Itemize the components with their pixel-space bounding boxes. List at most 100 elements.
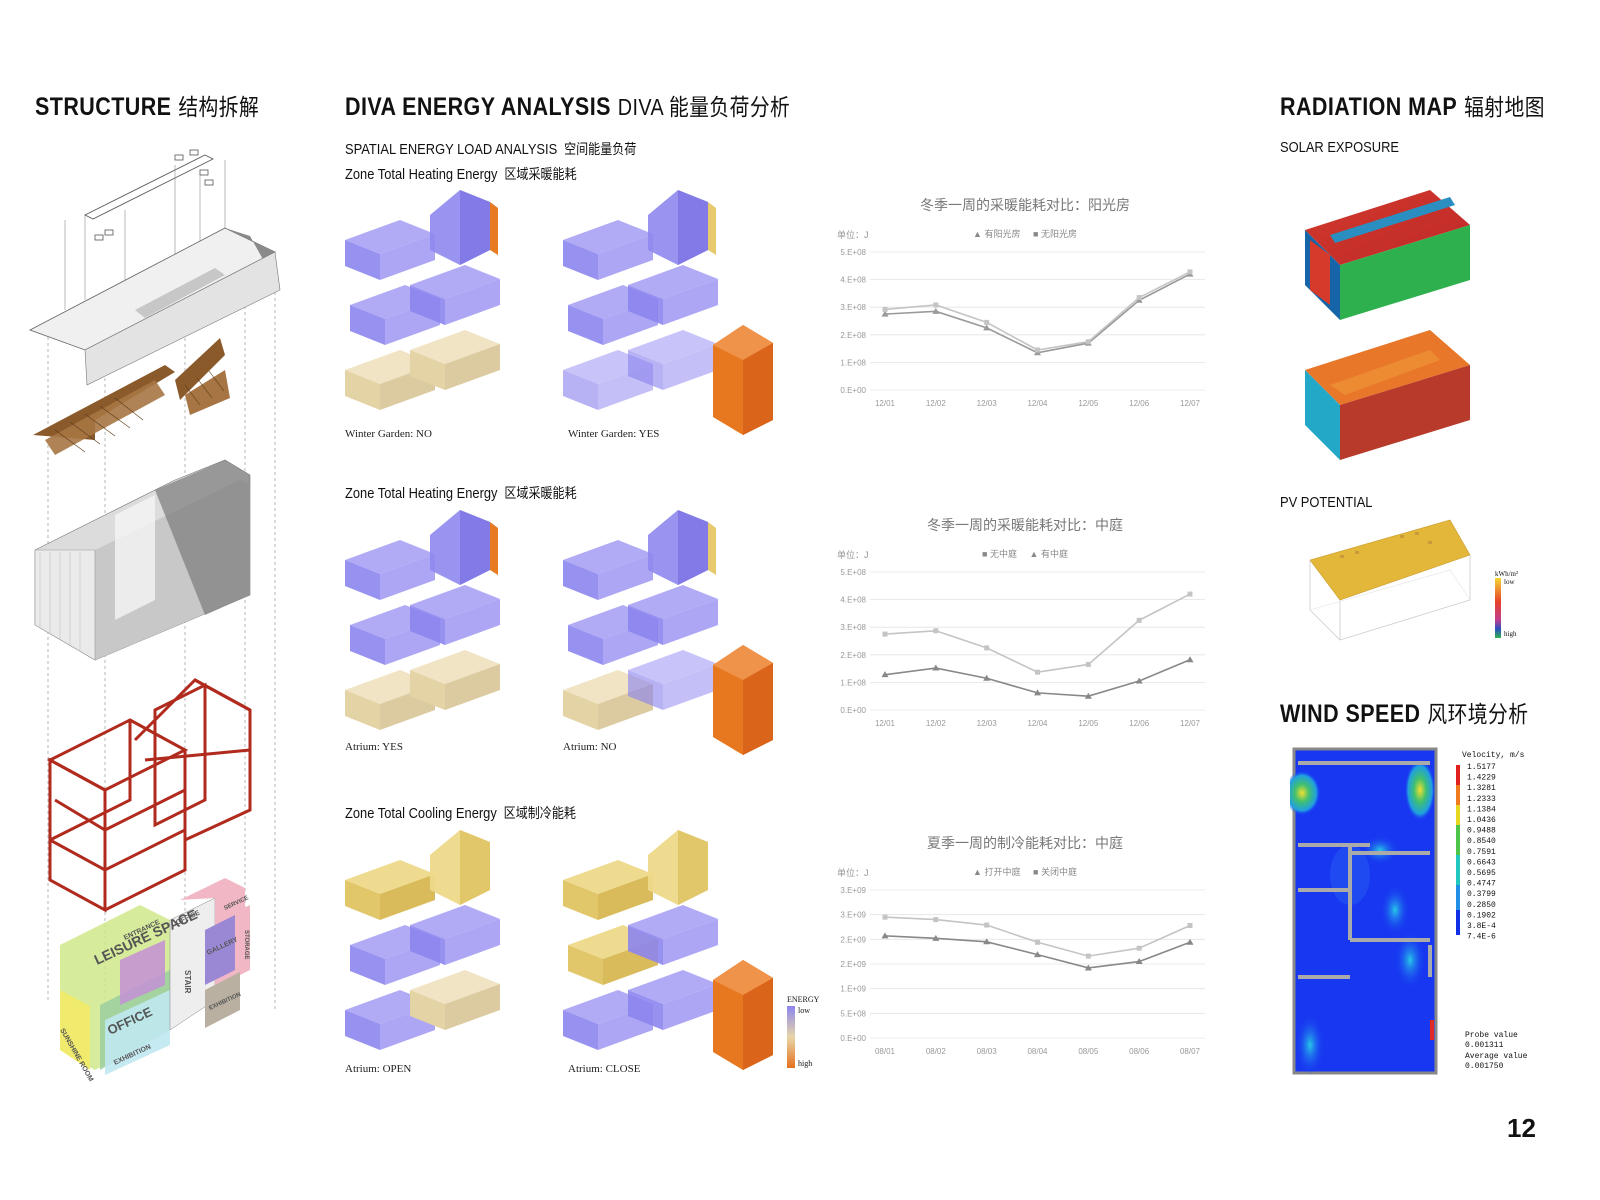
chart-3-unit: 单位：J (837, 868, 869, 878)
chart-1-title: 冬季一周的采暖能耗对比：阳光房 (920, 197, 1130, 213)
y-tick-label: 1.E+09 (840, 985, 866, 994)
data-point (1135, 677, 1143, 684)
velocity-value: 1.3281 (1467, 784, 1496, 793)
data-point (881, 932, 889, 939)
solar-model-south (1305, 330, 1470, 460)
model-atrium-close (563, 830, 773, 1070)
velocity-value: 0.5695 (1467, 869, 1496, 878)
chart-1-legend: ▲ 有阳光房 ■ 无阳光房 (973, 229, 1077, 239)
velocity-value: 0.9488 (1467, 827, 1496, 836)
structure-exploded-axonometric: LEISURE SPACE OFFICE SUNSHINE ROOM ENTRA… (29, 149, 281, 1083)
data-point (933, 917, 939, 923)
model-winter-garden-no (345, 190, 505, 420)
data-point (1136, 295, 1142, 301)
data-point (1186, 938, 1194, 945)
pv-potential-model (1309, 519, 1471, 641)
velocity-value: 0.3799 (1467, 890, 1496, 899)
data-point (1135, 958, 1143, 965)
block-label-stair: STAIR (183, 970, 192, 994)
data-point (1085, 339, 1091, 345)
model-atrium-yes (345, 510, 505, 740)
wind-cfd-plot: Velocity, m/s 1.51771.42291.32811.23331.… (1290, 747, 1528, 1075)
x-tick-label: 08/07 (1180, 1047, 1201, 1056)
caption-winter-garden-yes: Winter Garden: YES (568, 428, 660, 440)
data-point (1136, 617, 1142, 623)
data-point (984, 922, 990, 928)
chart-2-legend: ■ 无中庭 ▲ 有中庭 (982, 549, 1068, 559)
data-point (1085, 661, 1091, 667)
data-point (983, 324, 991, 331)
data-point (983, 938, 991, 945)
data-point (932, 307, 940, 314)
series-line (884, 593, 1191, 674)
y-tick-label: 0.E+00 (840, 386, 866, 395)
caption-atrium-open: Atrium: OPEN (345, 1063, 412, 1075)
y-tick-label: 2.E+08 (840, 651, 866, 660)
velocity-value: 7.4E-6 (1467, 933, 1496, 942)
y-tick-label: 1.E+08 (840, 358, 866, 367)
model-atrium-open (345, 830, 500, 1050)
x-tick-label: 12/01 (875, 399, 896, 408)
steel-frame-layer (46, 678, 252, 913)
y-tick-label: 3.E+08 (840, 623, 866, 632)
roof-layer (29, 227, 281, 386)
y-tick-label: 4.E+08 (840, 596, 866, 605)
solar-exposure-models (1305, 190, 1470, 460)
data-point (881, 310, 889, 317)
velocity-value: 1.0436 (1467, 816, 1496, 825)
data-point (932, 934, 940, 941)
average-label: Average value (1465, 1052, 1528, 1061)
x-tick-label: 12/05 (1078, 719, 1099, 728)
average-value: 0.001750 (1465, 1062, 1504, 1071)
data-point (932, 664, 940, 671)
y-tick-label: 4.E+08 (840, 276, 866, 285)
y-tick-label: 1.E+08 (840, 678, 866, 687)
chart-2-title: 冬季一周的采暖能耗对比：中庭 (927, 517, 1123, 533)
data-point (1084, 692, 1092, 699)
velocity-value: 0.1902 (1467, 911, 1496, 920)
data-point (984, 319, 990, 325)
x-tick-label: 12/07 (1180, 399, 1201, 408)
data-point (882, 914, 888, 920)
x-tick-label: 12/05 (1078, 399, 1099, 408)
cfd-walls (1298, 761, 1432, 979)
x-tick-label: 12/02 (926, 399, 947, 408)
velocity-value: 3.8E-4 (1467, 922, 1496, 931)
y-tick-label: 3.E+08 (840, 303, 866, 312)
probe-value: 0.001311 (1465, 1041, 1504, 1050)
x-tick-label: 12/03 (977, 719, 998, 728)
y-tick-label: 2.E+08 (840, 331, 866, 340)
data-point (1085, 953, 1091, 959)
data-point (881, 671, 889, 678)
x-tick-label: 12/04 (1027, 399, 1048, 408)
data-point (1035, 939, 1040, 945)
probe-label: Probe value (1465, 1031, 1518, 1040)
solar-exposure-label: SOLAR EXPOSURE (1280, 139, 1400, 156)
velocity-title: Velocity, m/s (1462, 751, 1525, 760)
chart-2-plot: 0.E+001.E+082.E+083.E+084.E+085.E+0812/0… (840, 568, 1205, 728)
chart-3-title: 夏季一周的制冷能耗对比：中庭 (927, 835, 1123, 851)
skylight-fittings (84, 149, 214, 241)
y-tick-label: 3.E+09 (840, 886, 866, 895)
x-tick-label: 12/03 (977, 399, 998, 408)
x-tick-label: 12/06 (1129, 399, 1150, 408)
x-tick-label: 08/03 (977, 1047, 998, 1056)
x-tick-label: 12/04 (1027, 719, 1048, 728)
velocity-value: 0.8540 (1467, 837, 1496, 846)
data-point (1187, 269, 1193, 275)
block-label-storage: STORAGE (243, 930, 249, 960)
series-line (884, 273, 1191, 354)
y-tick-label: 5.E+08 (840, 1009, 866, 1018)
velocity-value: 0.6643 (1467, 858, 1496, 867)
pv-potential-label: PV POTENTIAL (1280, 494, 1373, 511)
x-tick-label: 08/02 (926, 1047, 947, 1056)
energy-legend-bar (787, 1006, 795, 1068)
data-point (1187, 923, 1193, 929)
velocity-value: 0.7591 (1467, 848, 1496, 857)
radiation-legend: kWh/m² low high (1495, 570, 1519, 638)
